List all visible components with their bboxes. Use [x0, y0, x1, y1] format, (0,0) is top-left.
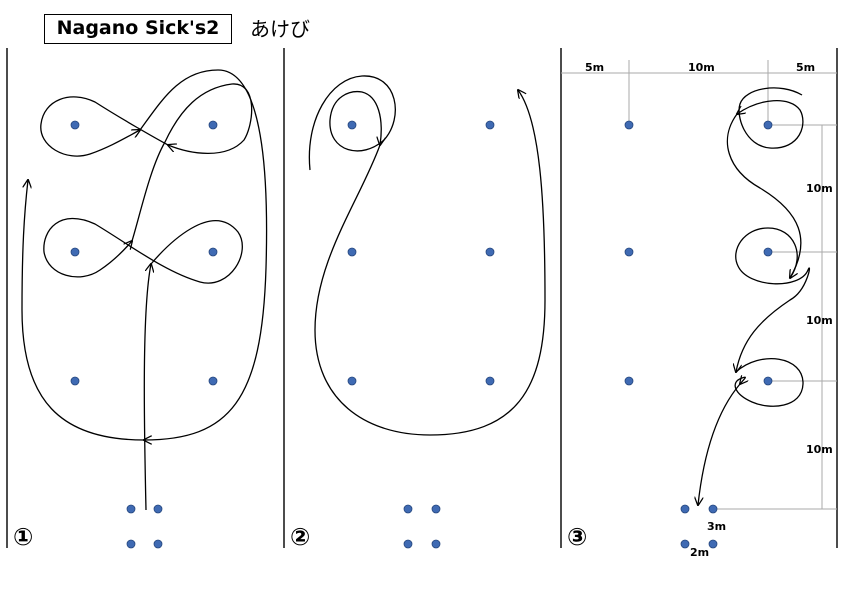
route-line: [139, 69, 268, 440]
route-line: [143, 264, 151, 511]
dimension-label-top: 5m: [796, 61, 815, 74]
panel-1: ①: [13, 69, 268, 551]
route-line: [21, 180, 145, 441]
cone: [347, 120, 357, 130]
cone: [485, 120, 495, 130]
cone: [208, 247, 218, 257]
route-line: [314, 90, 546, 436]
dimension-label-top: 10m: [688, 61, 715, 74]
start-cone: [153, 504, 163, 514]
diagram-subtitle: あけび: [250, 17, 310, 41]
route-line: [726, 113, 802, 278]
route-line: [737, 87, 804, 149]
start-cone: [126, 504, 136, 514]
cone: [208, 376, 218, 386]
route-line: [698, 383, 741, 505]
cone: [763, 247, 773, 257]
cone: [70, 120, 80, 130]
dimension-label-start-horizontal: 2m: [690, 546, 709, 559]
panel-number: ②: [290, 523, 310, 551]
cone: [624, 247, 634, 257]
cone: [763, 120, 773, 130]
dimension-label-right: 10m: [806, 443, 833, 456]
panel-number: ③: [567, 523, 587, 551]
start-cone: [680, 539, 690, 549]
cone: [208, 120, 218, 130]
route-line: [734, 358, 804, 407]
cone: [624, 120, 634, 130]
cone: [347, 376, 357, 386]
route-line: [40, 96, 169, 157]
route-line: [736, 227, 811, 372]
start-cone: [403, 504, 413, 514]
start-cone: [431, 539, 441, 549]
start-cone: [708, 539, 718, 549]
start-cone: [431, 504, 441, 514]
route-line: [131, 83, 253, 242]
start-cone: [403, 539, 413, 549]
dimension-label-right: 10m: [806, 314, 833, 327]
diagram-title: Nagano Sick's2: [44, 14, 232, 44]
panel-2: ②: [290, 75, 546, 551]
cone: [70, 376, 80, 386]
cone: [763, 376, 773, 386]
panel-3: 5m 10m 5m 10m 10m 10m 3m 2m ③: [561, 60, 837, 559]
start-cone: [153, 539, 163, 549]
cone: [485, 376, 495, 386]
dimension-label-start-vertical: 3m: [707, 520, 726, 533]
cone: [347, 247, 357, 257]
panel-number: ①: [13, 523, 33, 551]
cone: [485, 247, 495, 257]
cone: [624, 376, 634, 386]
cone: [70, 247, 80, 257]
dimension-label-top: 5m: [585, 61, 604, 74]
start-cone: [680, 504, 690, 514]
start-cone: [126, 539, 136, 549]
route-line: [308, 75, 396, 171]
route-line: [43, 218, 243, 284]
start-cone: [708, 504, 718, 514]
dimension-label-right: 10m: [806, 182, 833, 195]
